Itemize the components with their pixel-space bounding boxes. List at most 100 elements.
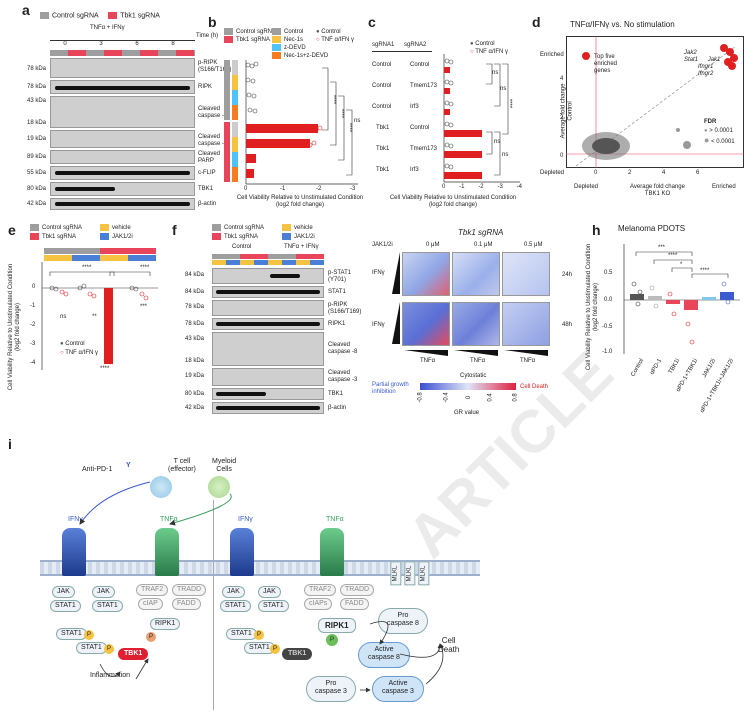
node-tbk1: TBK1 xyxy=(118,648,149,660)
protein-label: Cleaved caspase -8 xyxy=(328,342,358,355)
treatment-label: TNFα + IFNγ xyxy=(90,25,125,31)
protein-label: TBK1 xyxy=(198,186,214,192)
e-sig: *** xyxy=(140,304,148,310)
time-6: 6 xyxy=(135,41,139,47)
g-scale-mid: Cytostatic xyxy=(460,373,487,379)
c-row-label: Tmem173 xyxy=(410,83,438,89)
d-xtick: 4 xyxy=(662,170,666,176)
i-tnf-left: TNFα xyxy=(160,516,178,523)
e-chart xyxy=(41,262,158,370)
d-scatter xyxy=(566,36,744,168)
h-sig: **** xyxy=(668,253,678,259)
node-tbk1: TBK1 xyxy=(282,648,313,660)
b-sig: ns xyxy=(354,118,361,124)
node-stat1: STAT1 xyxy=(50,600,81,612)
mw-label: 19 kDa xyxy=(26,136,46,142)
g-heatmap xyxy=(452,252,500,296)
tcell-label: T cell (effector) xyxy=(168,458,196,473)
h-sig: * xyxy=(680,262,683,268)
node-cell-death: Cell Death xyxy=(438,636,460,654)
node-tradd: TRADD xyxy=(340,584,375,596)
panel-c-chart xyxy=(443,54,520,183)
e-ytick: 0 xyxy=(32,284,36,290)
phospho-badge: P xyxy=(270,644,280,654)
c-sig: ns xyxy=(500,86,507,92)
membrane xyxy=(40,560,480,576)
g-colorbar xyxy=(420,383,516,390)
protein-label: RIPK xyxy=(198,84,213,90)
panel-label-i: i xyxy=(8,436,12,452)
node-traf2: TRAF2 xyxy=(136,584,169,596)
node-active-casp3: Active caspase 3 xyxy=(372,676,424,702)
node-tradd: TRADD xyxy=(172,584,207,596)
node-fadd: FADD xyxy=(340,598,369,610)
mw-label: 78 kDa xyxy=(26,84,46,90)
h-sig: **** xyxy=(700,268,710,274)
phospho-badge: P xyxy=(104,644,114,654)
c-row-label: Tmem173 xyxy=(410,146,438,152)
d-ytick: 2 xyxy=(560,115,564,121)
i-ifn-right: IFNγ xyxy=(238,516,253,523)
g-jak-label: JAK1/2i xyxy=(372,242,393,248)
g-tnf-wedge xyxy=(504,350,548,356)
mw-label: 78 kDa xyxy=(184,321,204,327)
d-depleted-x: Depleted xyxy=(574,184,599,190)
g-title: Tbk1 sgRNA xyxy=(458,228,504,237)
g-heatmap xyxy=(502,302,550,346)
d-ytick: 4 xyxy=(560,76,564,82)
d-title: TNFα/IFNγ vs. No stimulation xyxy=(570,20,675,29)
c-row-label: Control xyxy=(410,62,430,68)
e-strip-bottom xyxy=(44,255,156,261)
protein-label: p-RIPK (S166/T169) xyxy=(328,302,362,315)
b-xtick: -1 xyxy=(280,186,286,192)
band xyxy=(55,187,115,191)
c-xlabel: Cell Viability Relative to Unstimulated … xyxy=(389,195,517,208)
f-blot xyxy=(212,388,324,400)
mw-label: 42 kDa xyxy=(26,201,46,207)
b-sig: **** xyxy=(330,94,337,105)
time-label: Time (h) xyxy=(196,33,219,39)
myeloid-icon xyxy=(208,476,230,498)
band xyxy=(216,392,266,396)
c-row-label: Control xyxy=(372,104,392,110)
panel-label-f: f xyxy=(172,222,177,238)
g-ifn-wedge-top xyxy=(392,252,400,294)
lane-color-strip xyxy=(50,50,195,56)
band xyxy=(270,274,300,278)
legend-tbk1-sgrna: Tbk1 sgRNA xyxy=(120,12,160,20)
myeloid-label: Myeloid Cells xyxy=(212,458,237,473)
mw-label: 89 kDa xyxy=(26,154,46,160)
d-xtick: 2 xyxy=(628,170,632,176)
mw-label: 18 kDa xyxy=(184,358,204,364)
mw-label: 80 kDa xyxy=(26,186,46,192)
g-ifn: IFNγ xyxy=(372,270,385,276)
band xyxy=(55,86,190,90)
time-0: 0 xyxy=(63,41,67,47)
e-sig: ns xyxy=(60,314,67,320)
e-ytick: -2 xyxy=(30,322,36,328)
f-blot xyxy=(212,300,324,316)
h-title: Melanoma PDOTS xyxy=(618,224,686,233)
tnfr-receptor-right xyxy=(320,528,344,576)
protein-label: p-STAT1 (Y701) xyxy=(328,270,352,283)
band xyxy=(216,406,320,410)
c-legend: ● Control ○ TNF α/IFN γ xyxy=(470,41,508,55)
phospho-badge: P xyxy=(254,630,264,640)
h-sig: *** xyxy=(658,245,666,251)
e-ytick: -1 xyxy=(30,303,36,309)
protein-label: β-actin xyxy=(198,201,217,207)
time-axis-line xyxy=(50,40,195,41)
node-ciaps: cIAPs xyxy=(304,598,333,610)
e-legend: Control sgRNA vehicle Tbk1 sgRNA JAK1/2i xyxy=(30,224,170,242)
c-row-label: Tbk1 xyxy=(376,146,390,152)
node-pro-casp3: Pro caspase 3 xyxy=(306,676,356,702)
panel-label-d: d xyxy=(532,14,541,30)
f-blot xyxy=(212,368,324,386)
c-row-label: Irf3 xyxy=(410,167,419,173)
phospho-badge: P xyxy=(326,634,338,646)
g-heatmap xyxy=(502,252,550,296)
time-3: 3 xyxy=(99,41,103,47)
mw-label: 78 kDa xyxy=(26,66,46,72)
f-legend: Control sgRNA vehicle Tbk1 sgRNA JAK1/2i xyxy=(212,224,352,242)
e-sig: **** xyxy=(82,265,92,271)
